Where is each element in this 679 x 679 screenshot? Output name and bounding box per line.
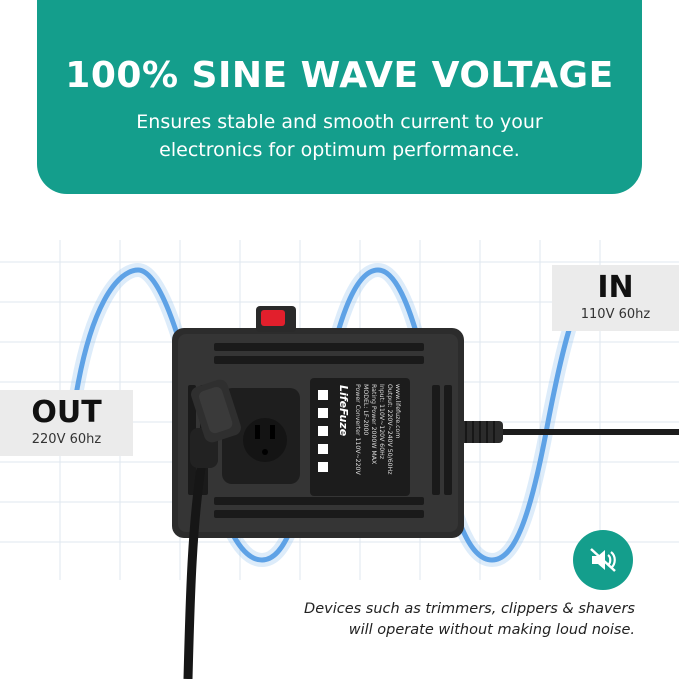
input-spec-label: IN 110V 60hz	[552, 265, 679, 331]
noise-note-line-2: will operate without making loud noise.	[348, 622, 635, 638]
spec-line-6: www.lifefuze.com	[394, 384, 401, 438]
output-spec: 220V 60hz	[31, 432, 102, 447]
rating-label	[310, 378, 410, 496]
banner-subtitle: Ensures stable and smooth current to you…	[37, 108, 642, 164]
output-title: OUT	[31, 395, 102, 430]
spec-line-2: MODEL: LF-2000	[362, 384, 369, 435]
speaker-mute-icon	[573, 530, 633, 590]
spec-line-1: Power Converter 110V~220V	[354, 384, 361, 475]
input-title: IN	[597, 270, 634, 305]
banner-subtitle-line-2: electronics for optimum performance.	[159, 139, 520, 161]
output-spec-label: OUT 220V 60hz	[0, 390, 133, 456]
sine-wave-glow	[65, 262, 587, 568]
input-spec: 110V 60hz	[580, 307, 651, 322]
power-switch	[261, 310, 285, 326]
brand-logo: LifeFuze	[337, 385, 350, 437]
banner-title: 100% SINE WAVE VOLTAGE	[65, 55, 614, 96]
spec-line-3: Rating Power 2000W MAX	[370, 384, 377, 465]
strain-relief-ridges	[465, 421, 495, 443]
spec-line-5: Output: 220V~240V 50/60Hz	[386, 384, 393, 475]
spec-line-4: Input: 110V~120V 60Hz	[378, 384, 385, 459]
power-converter: LifeFuze Power Converter 110V~220V MODEL…	[172, 306, 464, 538]
noise-note-line-1: Devices such as trimmers, clippers & sha…	[304, 601, 635, 617]
header-banner: 100% SINE WAVE VOLTAGE Ensures stable an…	[37, 0, 642, 194]
output-plug	[183, 379, 241, 679]
sine-wave	[69, 267, 583, 563]
banner-subtitle-line-1: Ensures stable and smooth current to you…	[136, 111, 543, 133]
noise-note: Devices such as trimmers, clippers & sha…	[220, 599, 635, 641]
